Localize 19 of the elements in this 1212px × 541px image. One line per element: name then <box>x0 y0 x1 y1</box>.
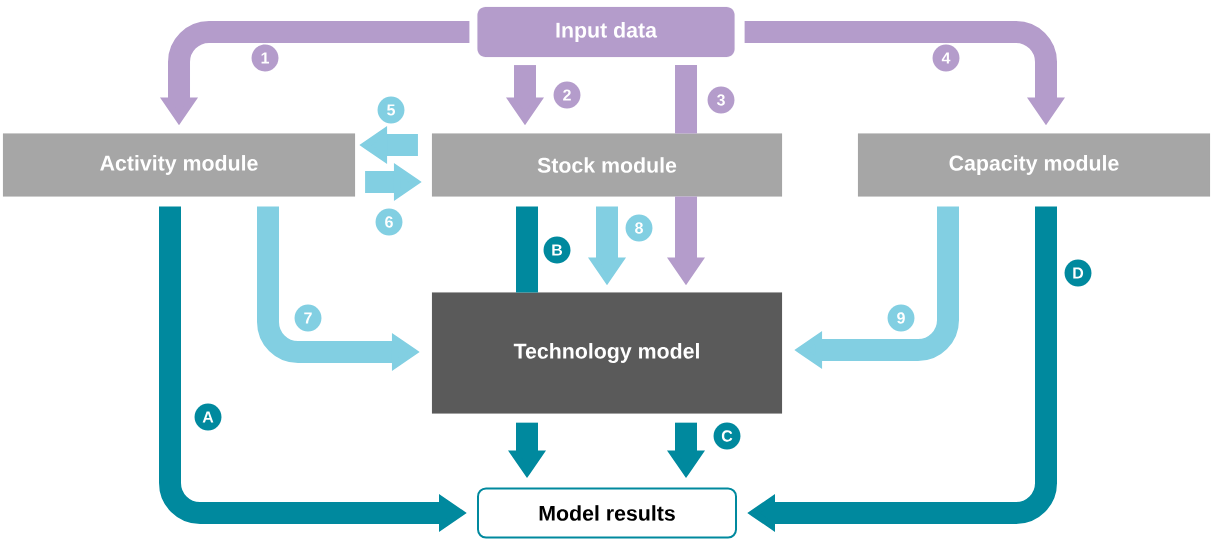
edge-label: D <box>1064 259 1092 287</box>
edge-label: B <box>543 236 571 264</box>
edge-label: A <box>194 403 222 431</box>
edge-label: 5 <box>377 96 405 124</box>
edge-label: 8 <box>625 214 653 242</box>
edge-label: 9 <box>887 304 915 332</box>
edge-label: 3 <box>707 86 735 114</box>
module-box: Capacity module <box>857 133 1211 197</box>
edge-label: 6 <box>375 208 403 236</box>
edge-label: C <box>713 422 741 450</box>
module-box: Activity module <box>2 133 356 197</box>
results-box: Model results <box>477 487 737 539</box>
model-box: Technology model <box>431 292 783 414</box>
input-box: Input data <box>477 6 735 58</box>
module-box: Stock module <box>431 133 783 197</box>
edge-label: 7 <box>294 304 322 332</box>
edge-label: 1 <box>251 44 279 72</box>
edge-label: 4 <box>932 44 960 72</box>
edge-label: 2 <box>553 81 581 109</box>
